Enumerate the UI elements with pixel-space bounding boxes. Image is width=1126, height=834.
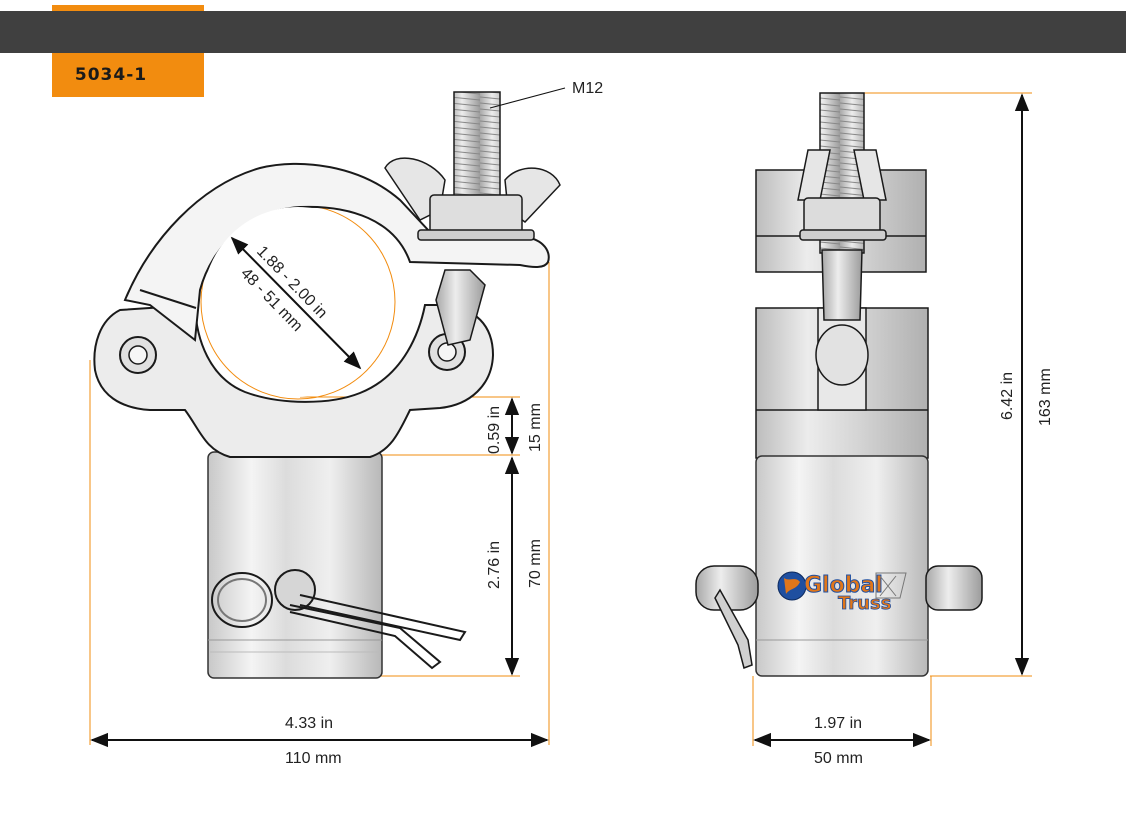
side-spigot — [755, 455, 929, 677]
side-cross-pin-right — [925, 565, 983, 611]
model-code-label: 5034-1 — [74, 65, 148, 85]
side-dimension-arrows — [753, 93, 1030, 748]
global-truss-logo: Global Truss — [777, 571, 907, 614]
spigot-mm-label: 70 mm — [527, 539, 544, 588]
spigot-in-label: 2.76 in — [486, 541, 503, 589]
height-in-label: 6.42 in — [999, 372, 1016, 420]
width-in-label: 4.33 in — [285, 715, 333, 732]
side-view: Global Truss 6.42 in 163 mm 1.97 in 50 m… — [695, 92, 1054, 767]
logo-line2: Truss — [838, 593, 891, 614]
header-bar — [0, 11, 1126, 53]
side-width-in-label: 1.97 in — [814, 715, 862, 732]
flange-in-label: 0.59 in — [486, 406, 503, 454]
front-dimension-arrows — [90, 236, 549, 748]
top-margin — [0, 0, 1126, 11]
front-view: M12 1.88 - 2.00 in 48 - 51 mm 0.59 in 15… — [89, 80, 603, 767]
height-mm-label: 163 mm — [1037, 368, 1054, 426]
side-guide-lines — [752, 92, 1032, 746]
thread-label: M12 — [572, 80, 603, 97]
front-safety-pin — [211, 569, 467, 670]
side-wing-nut — [803, 197, 881, 235]
side-width-mm-label: 50 mm — [814, 750, 863, 767]
logo-line1: Global — [804, 573, 883, 598]
flange-mm-label: 15 mm — [527, 403, 544, 452]
front-spigot — [207, 451, 383, 679]
width-mm-label: 110 mm — [285, 750, 342, 767]
front-bolt — [384, 87, 566, 346]
